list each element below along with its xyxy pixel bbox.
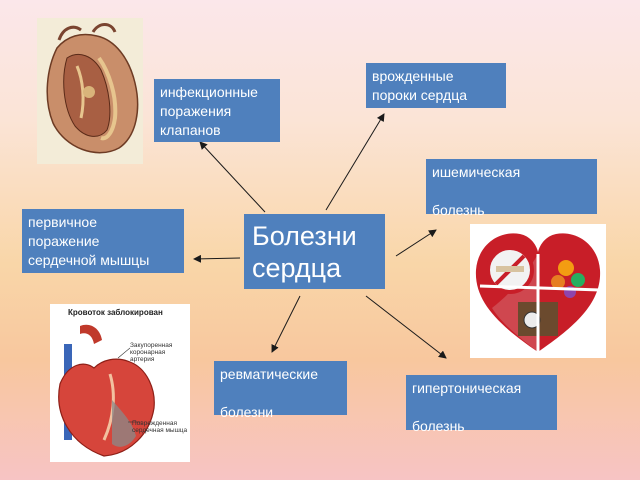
box-infectious: инфекционные поражения клапанов <box>154 79 280 142</box>
artery-label: Закупоренная коронарная артерия <box>130 342 173 363</box>
box-ischemic: ишемическая болезнь <box>426 159 597 218</box>
arrow-congenital <box>325 113 385 211</box>
coronary-blockage-image: Кровоток заблокирован Закупоренная корон… <box>50 304 190 462</box>
box-rheumatic: ревматические болезни <box>214 361 347 420</box>
lifestyle-heart-image <box>470 224 606 358</box>
box-myocardium: первичное поражение сердечной мышцы <box>22 209 184 273</box>
arrow-myocardium <box>193 254 241 263</box>
box-hypertension: гипертоническая болезнь <box>406 375 557 434</box>
center-node: Болезни сердца <box>244 214 385 289</box>
arrow-hypertension <box>365 295 447 359</box>
anatomical-heart-image <box>37 18 143 164</box>
blockage-title: Кровоток заблокирован <box>68 308 163 317</box>
box-congenital: врожденные пороки сердца <box>366 63 506 108</box>
arrow-infectious <box>199 141 266 213</box>
arrow-rheumatic <box>271 295 301 353</box>
arrow-ischemic <box>395 229 437 257</box>
muscle-label: Поврежденная сердечная мышца <box>132 420 188 434</box>
